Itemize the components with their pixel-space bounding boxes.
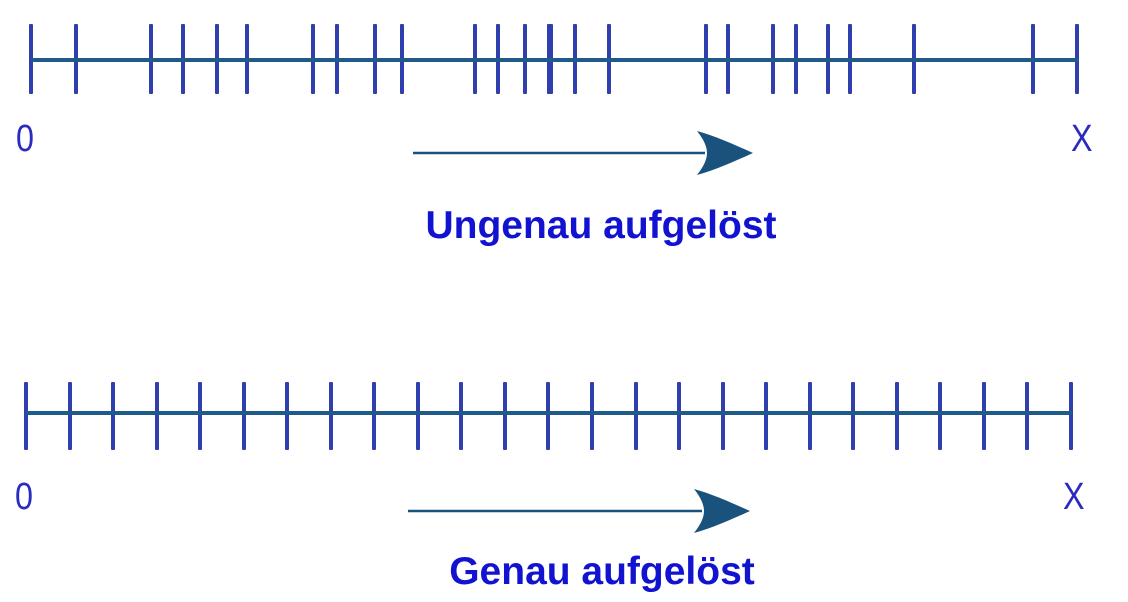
tick-mark: [459, 382, 463, 450]
tick-mark: [677, 382, 681, 450]
tick-mark: [198, 382, 202, 450]
caption-genau: Genau aufgelöst: [449, 550, 755, 593]
tick-mark: [24, 382, 28, 450]
end-label: X: [1071, 118, 1093, 160]
tick-mark: [155, 382, 159, 450]
tick-mark: [1025, 382, 1029, 450]
right-arrow-icon: [408, 489, 750, 533]
tick-mark: [503, 382, 507, 450]
tick-mark: [938, 382, 942, 450]
tick-mark: [808, 382, 812, 450]
origin-label: 0: [15, 476, 33, 518]
tick-mark: [1069, 382, 1073, 450]
tick-mark: [895, 382, 899, 450]
tick-mark: [242, 382, 246, 450]
tick-mark: [764, 382, 768, 450]
tick-mark: [590, 382, 594, 450]
tick-mark: [68, 382, 72, 450]
origin-label: 0: [16, 118, 34, 160]
tick-mark: [111, 382, 115, 450]
axis-line-genau: [26, 411, 1072, 415]
tick-mark: [982, 382, 986, 450]
tick-mark: [721, 382, 725, 450]
end-label: X: [1063, 476, 1085, 518]
tick-mark: [851, 382, 855, 450]
tick-mark: [329, 382, 333, 450]
right-arrow-icon: [413, 131, 753, 175]
tick-mark: [372, 382, 376, 450]
tick-mark: [634, 382, 638, 450]
tick-mark: [285, 382, 289, 450]
axis-line-ungenau: [31, 58, 1079, 62]
tick-mark: [546, 382, 550, 450]
caption-ungenau: Ungenau aufgelöst: [425, 204, 777, 247]
tick-mark: [416, 382, 420, 450]
